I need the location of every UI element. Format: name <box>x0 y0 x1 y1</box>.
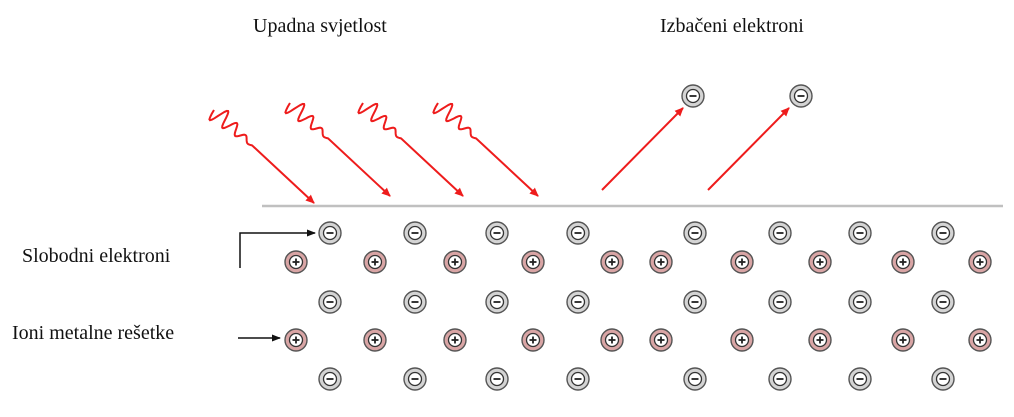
electron-symbol <box>566 221 590 245</box>
electron-symbol <box>848 221 872 245</box>
ion-symbol <box>443 328 467 352</box>
ion-symbol <box>891 328 915 352</box>
ion-symbol <box>891 250 915 274</box>
ion-symbol <box>600 328 624 352</box>
electron-symbol <box>931 221 955 245</box>
ion-symbol <box>730 250 754 274</box>
ion-symbol <box>808 250 832 274</box>
incident-light-rays <box>208 102 539 204</box>
electron-symbol <box>768 367 792 391</box>
electron-symbol <box>318 221 342 245</box>
electron-symbol <box>768 290 792 314</box>
ion-symbol <box>521 250 545 274</box>
electron-symbol <box>789 84 813 108</box>
electron-symbol <box>403 221 427 245</box>
electron-symbol <box>485 367 509 391</box>
electron-symbol <box>485 290 509 314</box>
ion-symbol <box>284 328 308 352</box>
incident-light-ray <box>357 102 464 197</box>
ion-symbol <box>968 250 992 274</box>
electron-symbol <box>683 290 707 314</box>
electron-symbol <box>403 367 427 391</box>
ion-symbol <box>968 328 992 352</box>
ion-symbol <box>808 328 832 352</box>
electron-symbol <box>848 367 872 391</box>
free-electrons-pointer <box>239 229 316 268</box>
particles-layer <box>284 84 992 391</box>
electron-symbol <box>681 84 705 108</box>
incident-light-ray <box>284 102 391 197</box>
ion-symbol <box>284 250 308 274</box>
electron-symbol <box>318 290 342 314</box>
ejected-electron-arrow <box>707 107 790 191</box>
ion-symbol <box>649 328 673 352</box>
ion-symbol <box>443 250 467 274</box>
incident-light-ray <box>208 109 315 204</box>
ion-symbol <box>730 328 754 352</box>
ejected-electrons-label: Izbačeni elektroni <box>660 15 804 37</box>
electron-symbol <box>931 290 955 314</box>
electron-symbol <box>485 221 509 245</box>
electron-symbol <box>566 290 590 314</box>
ion-symbol <box>649 250 673 274</box>
electron-symbol <box>683 221 707 245</box>
electron-symbol <box>683 367 707 391</box>
electron-symbol <box>566 367 590 391</box>
incident-light-ray <box>432 102 539 197</box>
lattice-ions-label: Ioni metalne rešetke <box>12 322 175 344</box>
ejected-electron-arrow <box>601 107 684 191</box>
incident-light-label: Upadna svjetlost <box>253 15 387 37</box>
electron-symbol <box>768 221 792 245</box>
electron-symbol <box>403 290 427 314</box>
electron-symbol <box>318 367 342 391</box>
ion-symbol <box>363 250 387 274</box>
ion-symbol <box>521 328 545 352</box>
electron-symbol <box>931 367 955 391</box>
free-electrons-label: Slobodni elektroni <box>22 245 171 267</box>
electron-symbol <box>848 290 872 314</box>
ion-symbol <box>600 250 624 274</box>
ion-symbol <box>363 328 387 352</box>
